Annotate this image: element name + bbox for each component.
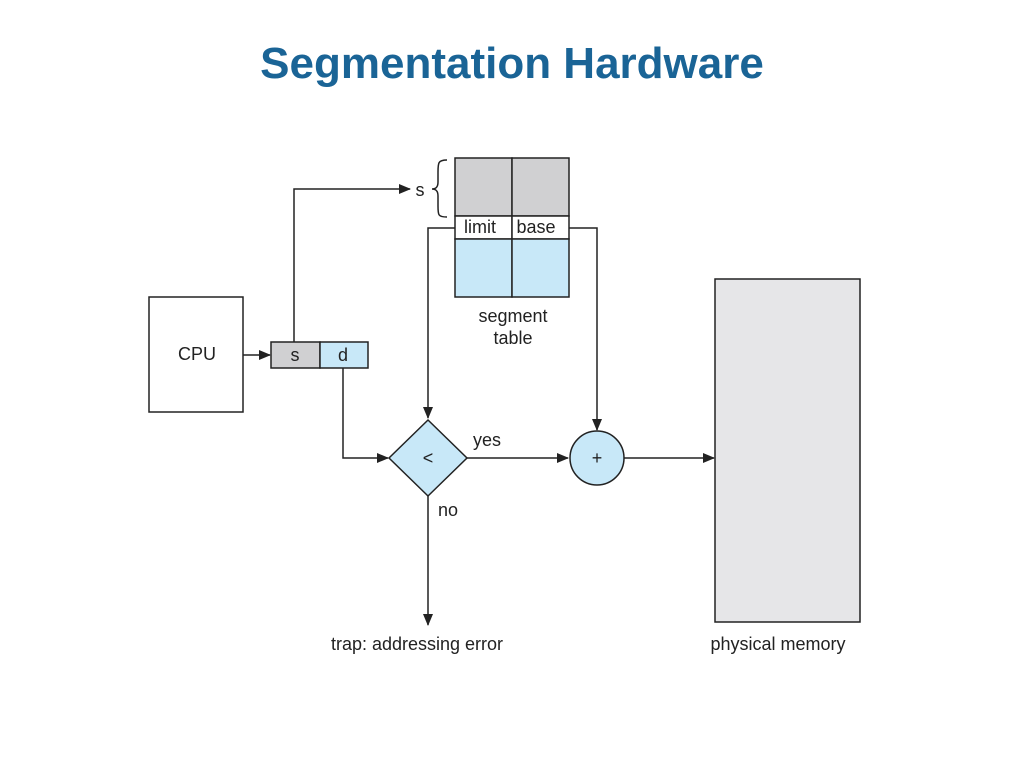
selector-brace — [431, 159, 448, 218]
segment-table-upper-left — [454, 157, 513, 217]
address-d-cell — [319, 341, 369, 369]
segment-table-upper-right — [511, 157, 570, 217]
physical-memory-box — [714, 278, 861, 623]
physical-memory-label: physical memory — [710, 634, 845, 654]
base-to-adder-arrow — [569, 227, 602, 431]
segment-table-label-line2: table — [493, 328, 532, 348]
s-to-table-arrow — [293, 184, 411, 342]
base-label: base — [516, 217, 555, 237]
limit-label: limit — [464, 217, 496, 237]
cpu-label: CPU — [178, 344, 216, 364]
segment-table-lower-left — [454, 238, 513, 298]
address-s-label: s — [291, 345, 300, 365]
page-title: Segmentation Hardware — [260, 39, 764, 88]
segment-table-lower-right — [511, 238, 570, 298]
adder-symbol: + — [592, 448, 603, 468]
cpu-box — [148, 296, 244, 413]
no-label: no — [438, 500, 458, 520]
segment-table-label-line1: segment — [478, 306, 547, 326]
limit-to-comparator-arrow — [423, 227, 455, 419]
segment-selector-label: s — [416, 180, 425, 200]
trap-label: trap: addressing error — [331, 634, 503, 654]
address-d-label: d — [338, 345, 348, 365]
yes-label: yes — [473, 430, 501, 450]
comparator-symbol: < — [423, 448, 434, 468]
d-to-comparator-arrow — [342, 368, 389, 463]
